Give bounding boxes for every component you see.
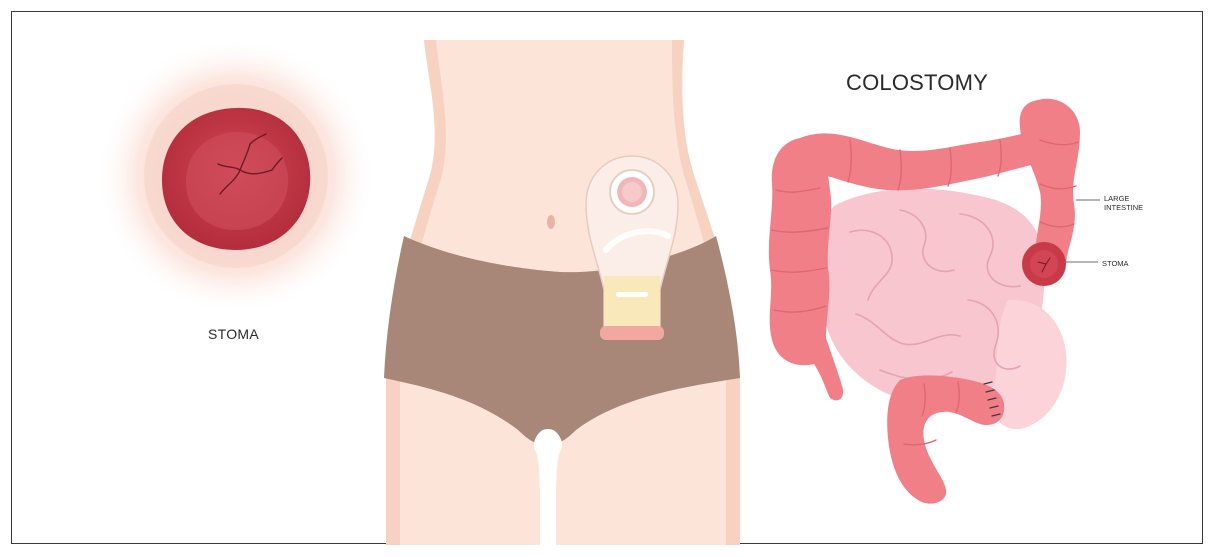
colon-stoma [1022,242,1066,286]
colon-diagram [769,99,1100,504]
large-intestine-label-line1: LARGE [1104,194,1143,203]
large-intestine-label-line2: INTESTINE [1104,203,1143,212]
colon-stoma-label: STOMA [1102,259,1129,268]
ostomy-stoma-view-inner [622,182,642,202]
large-intestine-label: LARGE INTESTINE [1104,194,1143,212]
ostomy-bag-clip [600,326,664,340]
sigmoid-colon [887,375,1004,503]
diagram-title: COLOSTOMY [846,70,988,96]
torso-figure [384,40,740,545]
stoma-closeup [96,36,376,316]
stoma-closeup-label: STOMA [208,326,259,342]
navel [547,215,555,229]
ostomy-bag-contents [604,276,660,330]
ostomy-bag-strap [616,292,648,297]
stoma-closeup-inner [186,132,288,230]
